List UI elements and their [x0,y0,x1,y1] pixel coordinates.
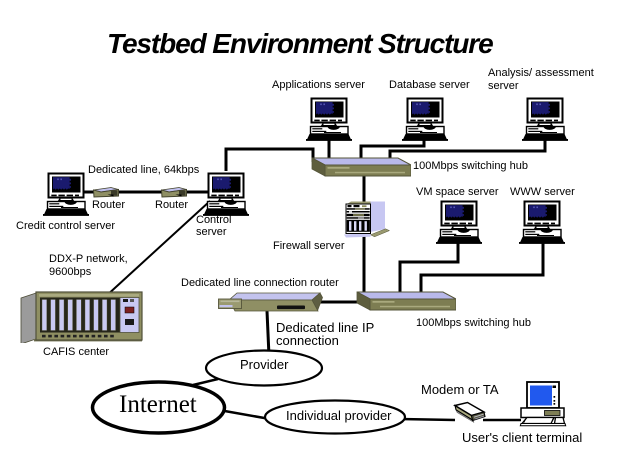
switching-hub-bottom-icon [356,291,456,311]
dedicated-ip-label: Dedicated line IP connection [276,320,375,348]
www-server-label: WWW server [510,186,575,198]
individual-provider-ellipse [263,399,407,435]
firewall-server-label: Firewall server [273,240,345,252]
dedicated-line-label: Dedicated line, 64kbps [88,164,200,176]
analysis-server-label: Analysis/ assessment server [488,67,594,92]
individual-provider-label: Individual provider [286,408,392,423]
credit-control-server-icon [42,172,90,216]
control-server-icon [202,172,250,216]
cafis-center-icon [20,291,143,343]
applications-server-label: Applications server [272,79,365,91]
router-right-icon [161,187,187,198]
provider-label: Provider [240,357,289,372]
switching-hub-top-label: 100Mbps switching hub [413,160,528,172]
analysis-server-icon [521,97,569,141]
link-www-hub2 [419,242,545,294]
internet-label: Internet [119,391,197,418]
link-control-hub1 [224,147,315,171]
router-right-label: Router [155,199,189,211]
link-vm-hub2 [398,242,460,294]
link-drouter-provider [265,310,271,357]
router-left-label: Router [92,199,126,211]
client-terminal-icon [519,381,567,427]
link-provider-internet [192,377,219,387]
credit-server-label: Credit control server [16,220,116,232]
dedicated-router-icon [218,292,323,312]
www-server-icon [518,200,566,244]
provider-ellipse [204,349,324,387]
applications-server-icon [305,97,353,141]
internet-ellipse [90,380,227,435]
modem-icon [454,401,486,424]
firewall-server-icon [343,201,390,238]
vm-server-label: VM space server [416,186,499,198]
ddx-network-label: DDX-P network, 9600bps [49,253,128,278]
switching-hub-bottom-label: 100Mbps switching hub [416,317,531,329]
control-server-label: Control server [196,214,232,238]
dedicated-router-label: Dedicated line connection router [181,277,339,289]
link-internet-individual [218,408,271,421]
link-analysis-hub1 [388,140,547,162]
cafis-center-label: CAFIS center [43,346,110,358]
modem-label: Modem or TA [421,382,499,397]
terminal-label: User's client terminal [462,430,583,445]
link-control-cafis [104,200,211,298]
diagram-title: Testbed Environment Structure [107,28,494,59]
database-server-icon [401,97,449,141]
switching-hub-top-icon [311,157,411,177]
link-individual-modem [399,417,456,422]
vm-space-server-icon [435,200,483,244]
database-server-label: Database server [389,79,470,91]
link-database-hub1 [359,140,426,162]
router-left-icon [93,187,119,198]
